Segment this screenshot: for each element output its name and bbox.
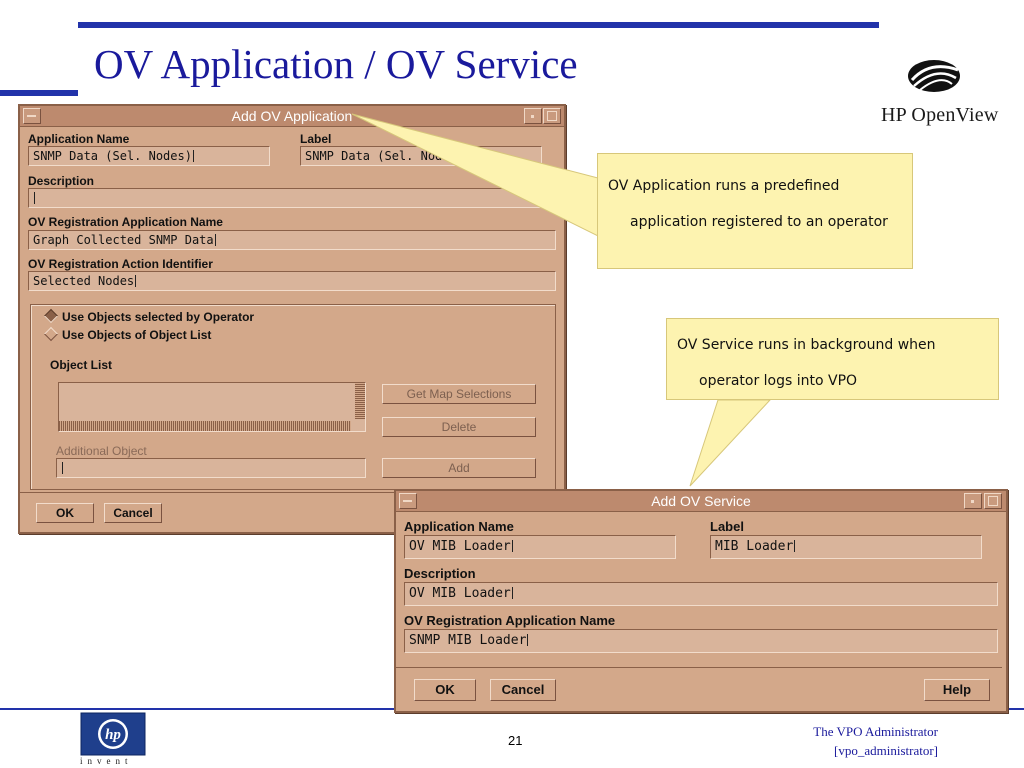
brand-name: HP OpenView (881, 104, 999, 126)
service-callout-line2: operator logs into VPO (699, 373, 858, 389)
registration-action-label: OV Registration Action Identifier (28, 257, 213, 271)
service-registration-application-label: OV Registration Application Name (404, 613, 616, 628)
left-rule (0, 90, 78, 96)
application-window-title: Add OV Application (231, 108, 353, 124)
invent-tagline: invent (80, 756, 133, 766)
hp-logo-icon: hp (80, 712, 146, 756)
service-registration-application-field[interactable]: SNMP MIB Loader (404, 629, 998, 653)
delete-button[interactable]: Delete (382, 417, 536, 437)
service-ok-button[interactable]: OK (414, 679, 476, 701)
footer-line2: [vpo_administrator] (834, 743, 938, 758)
top-rule (78, 22, 879, 28)
description-field[interactable] (28, 188, 556, 208)
description-label: Description (28, 174, 95, 188)
application-callout-line1: OV Application runs a predefined (608, 178, 840, 194)
service-callout: OV Service runs in background when opera… (666, 318, 999, 400)
application-ok-button[interactable]: OK (36, 503, 94, 523)
add-button[interactable]: Add (382, 458, 536, 478)
label-label: Label (300, 132, 332, 146)
application-titlebar[interactable]: Add OV Application (20, 106, 564, 127)
application-callout: OV Application runs a predefined applica… (597, 153, 913, 269)
maximize-icon[interactable] (543, 108, 561, 124)
additional-object-label: Additional Object (56, 444, 147, 458)
openview-swirl-icon (908, 60, 960, 92)
radio-object-list-label[interactable]: Use Objects of Object List (62, 328, 212, 342)
object-list-label: Object List (50, 358, 113, 372)
service-application-name-label: Application Name (404, 519, 514, 534)
window-menu-icon[interactable] (23, 108, 41, 124)
registration-application-field[interactable]: Graph Collected SNMP Data (28, 230, 556, 250)
additional-object-field[interactable] (56, 458, 366, 478)
slide-title: OV Application / OV Service (94, 41, 578, 87)
service-window-title: Add OV Service (651, 493, 751, 509)
service-button-separator (396, 667, 1002, 668)
footer-line1: The VPO Administrator (813, 724, 938, 739)
page-number: 21 (508, 733, 523, 748)
hp-logo-mark: hp (105, 727, 121, 743)
label-field[interactable]: SNMP Data (Sel. Nodes) (300, 146, 542, 166)
minimize-icon[interactable] (964, 493, 982, 509)
object-selection-frame (30, 304, 556, 490)
object-list-box[interactable] (58, 382, 366, 432)
add-ov-application-window: Add OV Application Application Name SNMP… (18, 104, 566, 534)
application-callout-line2: application registered to an operator (630, 214, 888, 230)
service-cancel-button[interactable]: Cancel (490, 679, 556, 701)
service-label-field[interactable]: MIB Loader (710, 535, 982, 559)
radio-selected-by-operator-label[interactable]: Use Objects selected by Operator (62, 310, 255, 324)
service-application-name-field[interactable]: OV MIB Loader (404, 535, 676, 559)
registration-application-label: OV Registration Application Name (28, 215, 223, 229)
service-titlebar[interactable]: Add OV Service (396, 491, 1006, 512)
add-ov-service-window: Add OV Service Application Name OV MIB L… (394, 489, 1008, 713)
object-list-hscroll[interactable] (59, 421, 351, 431)
minimize-icon[interactable] (524, 108, 542, 124)
get-map-selections-button[interactable]: Get Map Selections (382, 384, 536, 404)
footer-title: The VPO Administrator [vpo_administrator… (813, 722, 938, 760)
service-description-label: Description (404, 566, 476, 581)
application-button-separator (20, 492, 560, 493)
window-menu-icon[interactable] (399, 493, 417, 509)
registration-action-field[interactable]: Selected Nodes (28, 271, 556, 291)
service-label-label: Label (710, 519, 744, 534)
maximize-icon[interactable] (984, 493, 1002, 509)
service-help-button[interactable]: Help (924, 679, 990, 701)
object-list-vscroll[interactable] (355, 383, 365, 419)
application-cancel-button[interactable]: Cancel (104, 503, 162, 523)
application-name-field[interactable]: SNMP Data (Sel. Nodes) (28, 146, 270, 166)
application-name-label: Application Name (28, 132, 130, 146)
service-callout-line1: OV Service runs in background when (677, 337, 936, 353)
service-description-field[interactable]: OV MIB Loader (404, 582, 998, 606)
